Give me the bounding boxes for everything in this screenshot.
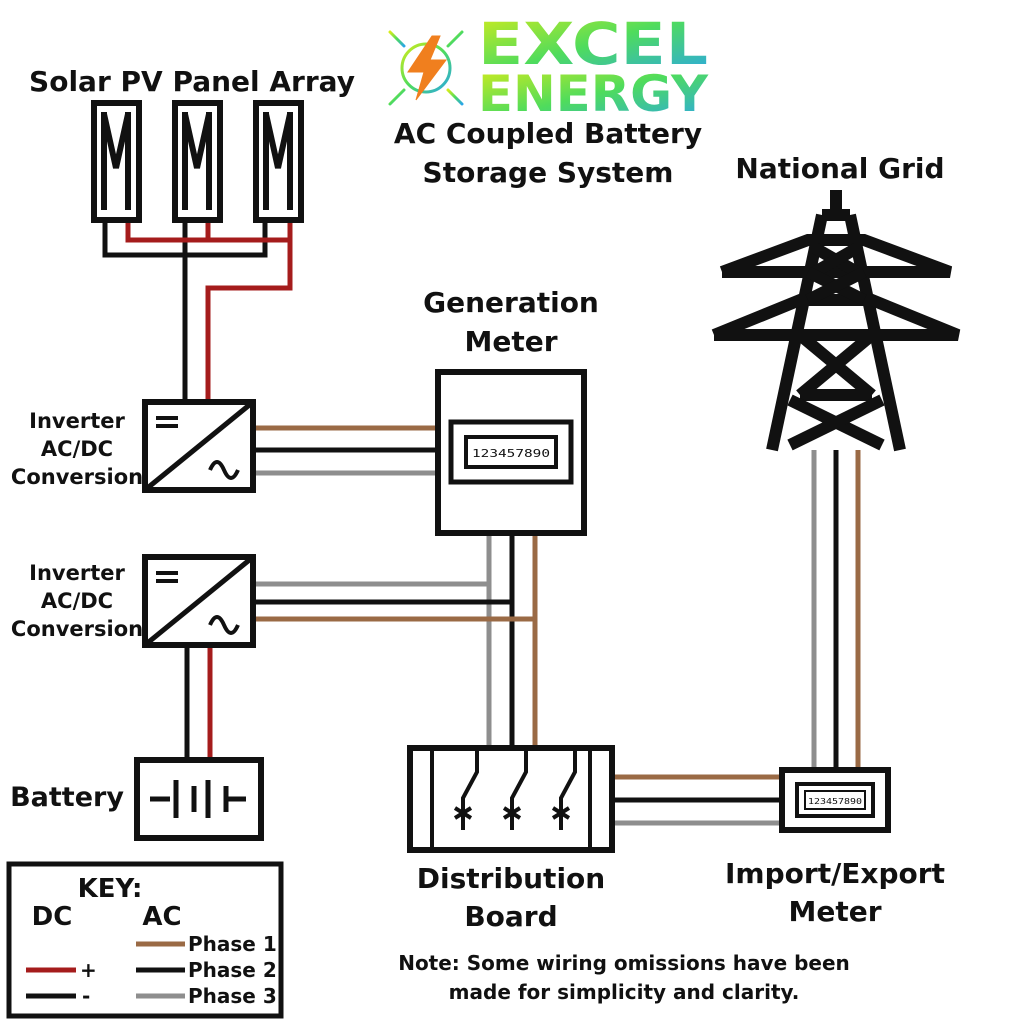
board-to-ie-meter-wiring <box>612 774 782 826</box>
inverter-bottom-label-line1: Inverter <box>29 561 125 585</box>
title-line1: AC Coupled Battery <box>394 117 702 150</box>
logo-line2: ENERGY <box>478 65 709 123</box>
solar-array-label: Solar PV Panel Array <box>29 65 355 98</box>
inverter-bottom <box>142 554 256 648</box>
inverter-top-label-line1: Inverter <box>29 409 125 433</box>
dc-symbol-icon <box>156 416 178 428</box>
key-legend: KEY: DC AC + - Phase 1 Phase 2 Phase 3 <box>6 861 284 1019</box>
inverter1-ac-wiring <box>253 425 438 476</box>
battery-dc-wiring <box>184 645 213 760</box>
generation-meter-label-line2: Meter <box>464 325 557 358</box>
import-export-meter: 123457890 <box>779 767 891 833</box>
inverter-top-label-line2: AC/DC <box>41 437 113 461</box>
ac-sine-icon <box>208 615 240 635</box>
note-line2: made for simplicity and clarity. <box>449 980 800 1004</box>
lightning-bolt-icon <box>407 35 447 101</box>
inverter-top <box>142 399 256 493</box>
meter-to-board-wiring <box>486 533 538 748</box>
logo-line1: EXCEL <box>478 10 708 78</box>
dc-symbol-icon <box>156 571 178 583</box>
distribution-board-label-line1: Distribution <box>417 862 605 895</box>
key-dc-negative-label: - <box>82 984 90 1008</box>
key-phase1-label: Phase 1 <box>188 932 277 956</box>
solar-panel <box>91 100 142 223</box>
breaker-switch-icon <box>453 748 479 830</box>
key-dc-heading: DC <box>32 902 73 932</box>
inverter-bottom-label-line3: Conversion <box>11 617 143 641</box>
breaker-switch-icon <box>551 748 577 830</box>
ac-sine-icon <box>208 460 240 480</box>
distribution-board <box>407 745 615 853</box>
inverter-top-label-line3: Conversion <box>11 465 143 489</box>
key-title: KEY: <box>78 874 143 904</box>
distribution-board-label-line2: Board <box>464 900 557 933</box>
solar-panel <box>172 100 223 223</box>
battery-cell-icon <box>150 780 246 818</box>
import-export-meter-display: 123457890 <box>808 797 862 806</box>
company-logo: EXCEL ENERGY <box>372 10 709 123</box>
battery <box>134 757 264 841</box>
import-export-meter-label-line1: Import/Export <box>725 857 945 890</box>
key-phase2-label: Phase 2 <box>188 958 277 982</box>
inverter-top-label: Inverter AC/DC Conversion <box>11 409 143 489</box>
wiring <box>102 220 861 826</box>
key-dc-positive-label: + <box>80 958 97 982</box>
solar-panel <box>253 100 304 223</box>
grid-to-ie-meter-wiring <box>811 450 861 770</box>
inverter2-ac-wiring <box>253 581 535 622</box>
solar-dc-wiring <box>102 220 293 402</box>
inverter-bottom-label: Inverter AC/DC Conversion <box>11 561 143 641</box>
title-line2: Storage System <box>423 156 674 189</box>
note-line1: Note: Some wiring omissions have been <box>398 951 850 975</box>
key-ac-heading: AC <box>142 902 181 932</box>
key-phase3-label: Phase 3 <box>188 984 277 1008</box>
generation-meter: 123457890 <box>435 369 587 536</box>
national-grid-label: National Grid <box>735 152 944 185</box>
generation-meter-display: 123457890 <box>472 447 550 460</box>
breaker-switch-icon <box>502 748 528 830</box>
sun-icon <box>372 14 480 122</box>
inverter-bottom-label-line2: AC/DC <box>41 589 113 613</box>
battery-label: Battery <box>10 782 124 813</box>
generation-meter-label-line1: Generation <box>423 286 599 319</box>
solar-pv-array <box>91 100 304 223</box>
pylon-icon <box>711 190 961 452</box>
import-export-meter-label-line2: Meter <box>788 895 881 928</box>
